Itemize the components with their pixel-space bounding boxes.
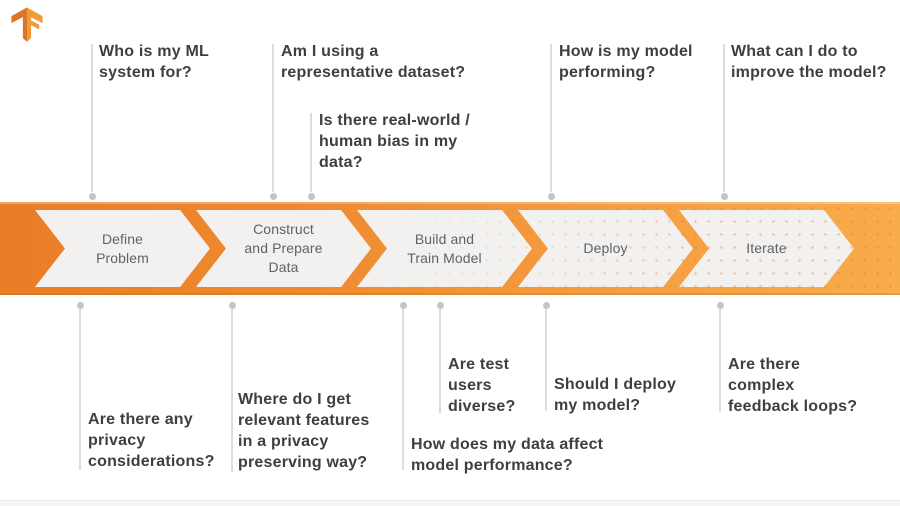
connector-line — [402, 309, 404, 470]
bottom-divider — [0, 500, 900, 506]
connector-dot — [270, 193, 277, 200]
stage-iterate: Iterate — [679, 210, 854, 287]
question-top-4: How is my model performing? — [559, 43, 693, 81]
connector-line — [79, 309, 81, 470]
stage-deploy: Deploy — [518, 210, 693, 287]
question-bottom-3: Are test users diverse? — [448, 356, 516, 415]
connector-dot — [89, 193, 96, 200]
question-bottom-2: Where do I get relevant features in a pr… — [238, 391, 370, 471]
connector-line — [723, 44, 725, 192]
question-top-5: What can I do to improve the model? — [731, 43, 887, 81]
connector-dot — [543, 302, 550, 309]
connector-dot — [308, 193, 315, 200]
connector-line — [439, 309, 441, 413]
connector-line — [719, 309, 721, 412]
stage-label: Construct and Prepare Data — [244, 221, 323, 275]
connector-dot — [400, 302, 407, 309]
pipeline-banner: Define Problem Construct and Prepare Dat… — [0, 202, 900, 295]
stage-construct-prepare-data: Construct and Prepare Data — [196, 210, 371, 287]
connector-dot — [548, 193, 555, 200]
connector-line — [91, 44, 93, 192]
connector-dot — [717, 302, 724, 309]
connector-dot — [77, 302, 84, 309]
stage-label: Build and Train Model — [407, 230, 482, 266]
connector-dot — [229, 302, 236, 309]
stage-label: Deploy — [583, 240, 628, 256]
tensorflow-logo-icon — [11, 7, 43, 42]
stage-label: Iterate — [746, 240, 787, 256]
connector-line — [231, 309, 233, 472]
question-top-3: Is there real-world / human bias in my d… — [319, 112, 470, 171]
question-bottom-5: How does my data affect model performanc… — [411, 436, 604, 474]
stage-build-train-model: Build and Train Model — [357, 210, 532, 287]
question-bottom-1: Are there any privacy considerations? — [88, 411, 215, 470]
question-bottom-6: Are there complex feedback loops? — [728, 356, 858, 415]
connector-line — [545, 309, 547, 411]
question-top-1: Who is my ML system for? — [99, 43, 209, 81]
stage-define-problem: Define Problem — [35, 210, 210, 287]
stage-label: Define Problem — [96, 230, 149, 266]
connector-line — [272, 44, 274, 192]
connector-dot — [721, 193, 728, 200]
question-top-2: Am I using a representative dataset? — [281, 43, 466, 81]
connector-line — [550, 44, 552, 192]
question-bottom-4: Should I deploy my model? — [554, 376, 677, 414]
connector-line — [310, 113, 312, 192]
connector-dot — [437, 302, 444, 309]
